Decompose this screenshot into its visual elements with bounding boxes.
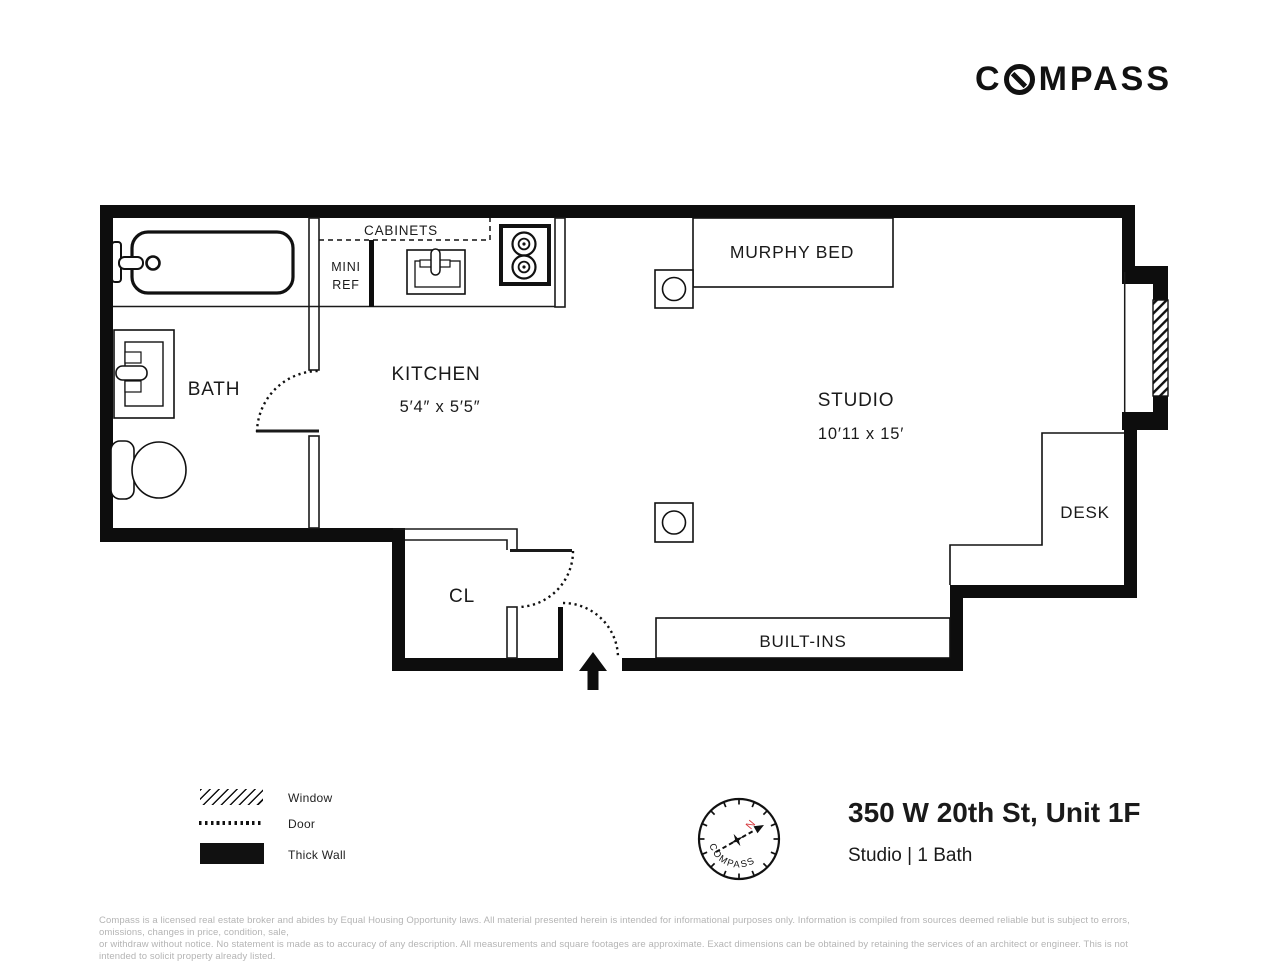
compass-o-needle-icon [1003, 64, 1035, 95]
legend-window-label: Window [288, 791, 333, 805]
label-cabinets: CABINETS [364, 223, 438, 238]
disclaimer-line-1: Compass is a licensed real estate broker… [99, 915, 1130, 938]
entry-arrow-icon [579, 652, 607, 690]
label-closet: CL [449, 586, 475, 607]
floor-plan: CABINETS MINI REF MURPHY BED BATH KITCHE… [100, 205, 1169, 690]
label-kitchen: KITCHEN [392, 364, 481, 385]
kitchen-sink [406, 248, 466, 295]
column-lower [654, 502, 694, 543]
disclaimer-line-2: or withdraw without notice. No statement… [99, 939, 1128, 962]
compass-logo: C MPASS [975, 60, 1172, 99]
entry-door [558, 601, 620, 690]
label-bath: BATH [188, 379, 240, 400]
cabinets-outline [319, 218, 491, 241]
listing-address: 350 W 20th St, Unit 1F [848, 797, 1141, 828]
thin-walls [308, 217, 566, 659]
label-murphy-bed: MURPHY BED [730, 242, 854, 262]
legend-thick-wall-label: Thick Wall [288, 848, 346, 862]
label-ref: REF [332, 278, 359, 292]
legend-door-swatch [199, 821, 263, 825]
bath-sink [113, 329, 175, 419]
label-desk: DESK [1060, 503, 1110, 522]
rose-ticks [699, 799, 779, 879]
rose-center-star [730, 833, 744, 847]
thick-walls [100, 205, 1168, 671]
label-mini: MINI [331, 260, 361, 274]
rose-needle-head [753, 825, 764, 834]
bathtub [111, 230, 295, 295]
logo-text-c: C [975, 60, 1003, 98]
disclaimer: Compass is a licensed real estate broker… [99, 915, 1167, 963]
column-upper [654, 269, 694, 309]
stove [499, 224, 551, 286]
closet-door [510, 549, 575, 609]
label-studio-dims: 10′11 x 15′ [818, 425, 904, 443]
murphy-bed-outline [692, 217, 894, 288]
plan-labels: CABINETS MINI REF MURPHY BED BATH KITCHE… [188, 223, 1110, 651]
closet-walls [393, 528, 518, 550]
listing-summary: Studio | 1 Bath [848, 845, 973, 866]
window-hatch [1123, 272, 1169, 412]
legend-thick-wall-swatch [200, 843, 264, 864]
bath-door [255, 369, 319, 433]
desk-outline [949, 432, 1124, 585]
label-built-ins: BUILT-INS [759, 632, 846, 651]
compass-rose-icon: N COMPASS [697, 797, 781, 881]
toilet [110, 440, 187, 500]
legend-window-swatch [200, 789, 263, 805]
label-studio: STUDIO [818, 390, 895, 411]
legend-door-label: Door [288, 817, 316, 831]
logo-text-mpass: MPASS [1038, 60, 1172, 98]
label-kitchen-dims: 5′4″ x 5′5″ [400, 398, 481, 416]
built-ins-outline [655, 617, 951, 659]
mini-ref-divider [369, 240, 374, 307]
